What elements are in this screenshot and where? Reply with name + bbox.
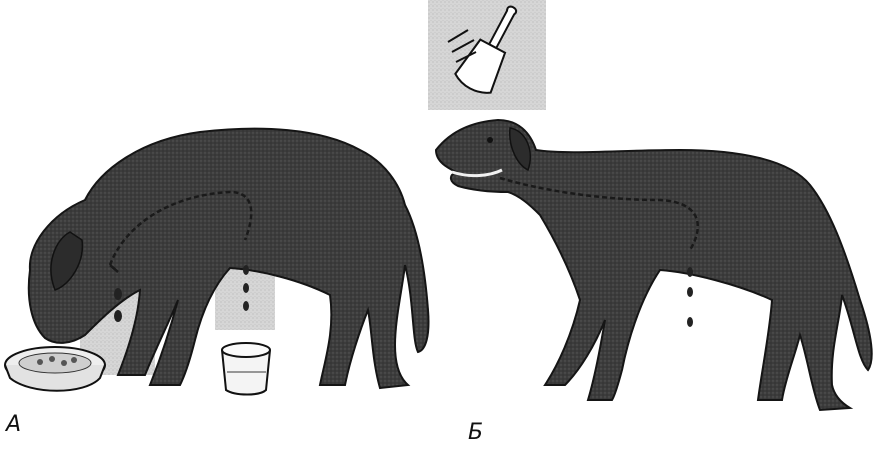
saliva-drop-icon (687, 287, 693, 297)
saliva-drop-icon (114, 310, 122, 322)
saliva-drop-icon (243, 265, 249, 275)
food-bowl-icon (5, 347, 105, 391)
saliva-drop-icon (687, 317, 693, 327)
panel-label-b: Б (468, 420, 483, 445)
dog-bell-figure (436, 120, 872, 410)
collection-beaker-icon (222, 343, 270, 395)
saliva-drop-icon (114, 288, 122, 300)
saliva-drop-icon (687, 267, 693, 277)
saliva-drop-icon (243, 283, 249, 293)
saliva-drop-icon (243, 301, 249, 311)
panel-label-a: А (6, 412, 21, 437)
panel-a-figure (5, 129, 429, 395)
dog-eye (487, 137, 493, 143)
panel-b-figure (428, 0, 872, 410)
